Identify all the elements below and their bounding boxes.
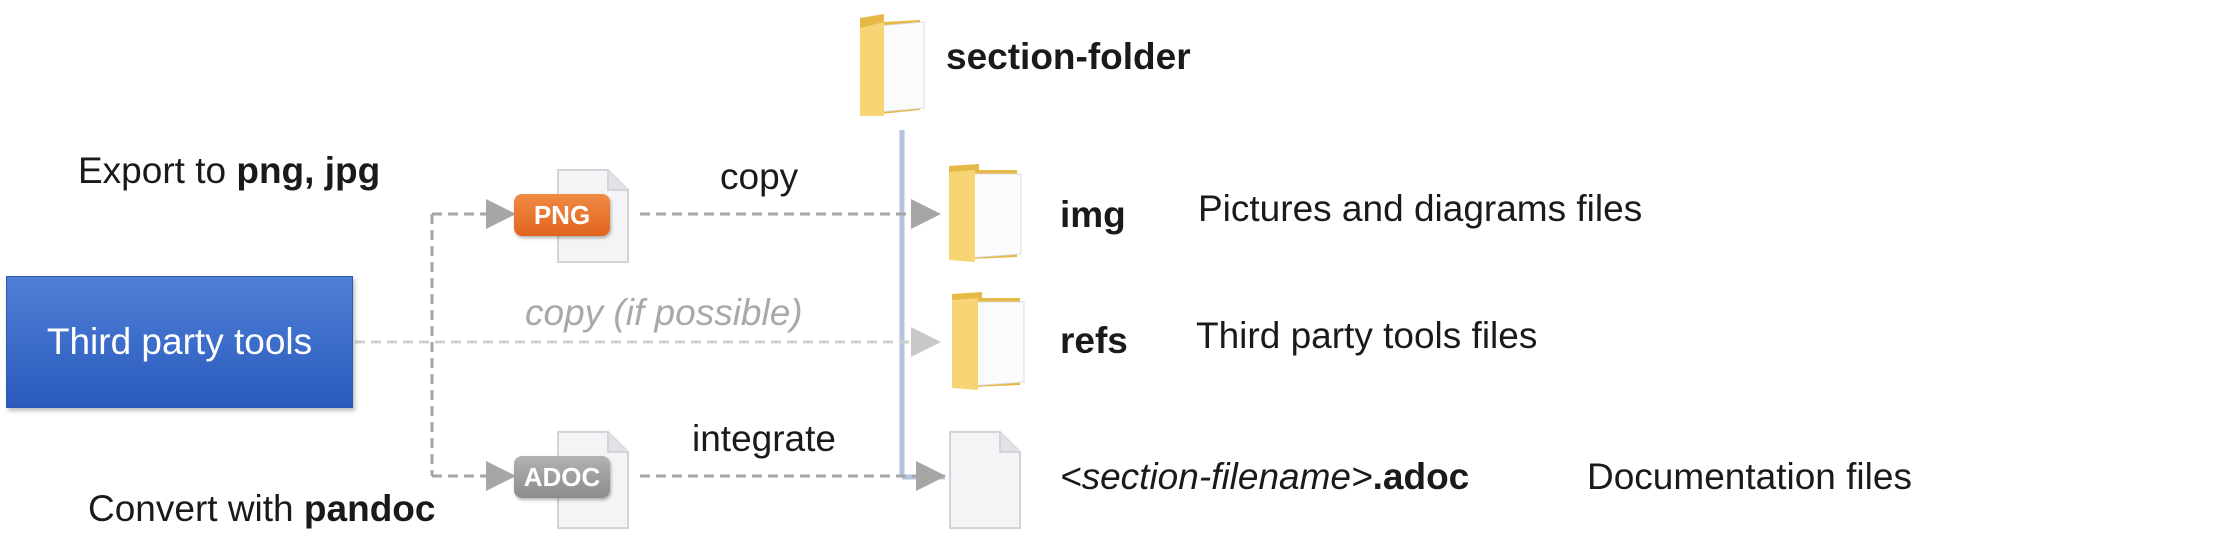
export-label: Export to png, jpg [78,152,380,189]
document-icon [949,431,1021,529]
adoc-badge: ADOC [514,456,610,498]
third-party-tools-label: Third party tools [46,321,313,362]
convert-label-tool: pandoc [303,488,436,529]
export-label-formats: png, jpg [236,150,381,191]
doc-file-extension: .adoc [1372,456,1470,497]
edge-label-copy: copy [720,156,799,197]
img-folder-name: img [1060,194,1126,235]
folder-icon [952,292,1025,390]
doc-file-name-prefix: <section-filename> [1060,456,1373,497]
convert-label-prefix: Convert with [88,488,304,529]
export-label-prefix: Export to [78,150,237,191]
doc-file-name: <section-filename>.adoc [1060,458,1469,495]
folder-icon [860,14,925,116]
doc-file-description: Documentation files [1587,456,1912,497]
third-party-tools-box: Third party tools [6,276,353,408]
refs-folder-name: refs [1060,320,1128,361]
png-badge: PNG [514,194,610,236]
root-folder-name: section-folder [946,36,1191,77]
img-folder-description: Pictures and diagrams files [1198,188,1643,229]
edge-label-integrate: integrate [692,418,836,459]
refs-folder-description: Third party tools files [1196,315,1538,356]
convert-label: Convert with pandoc [88,490,435,527]
folder-icon [949,164,1022,262]
edge-label-copy-if-possible: copy (if possible) [525,292,803,333]
